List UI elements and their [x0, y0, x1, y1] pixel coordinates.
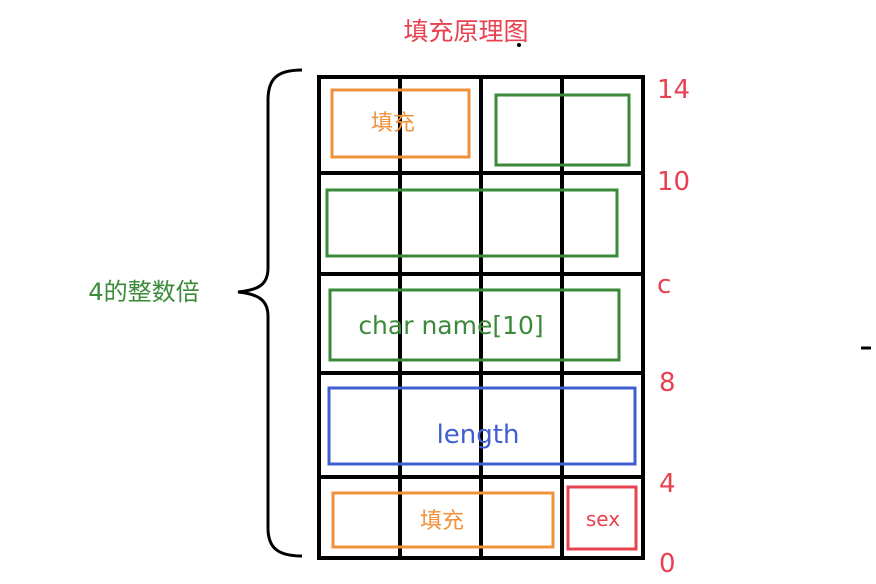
sex-field-label: sex [586, 507, 620, 531]
name-field-label: char name[10] [358, 311, 543, 340]
offset-label: 8 [659, 368, 676, 398]
offset-label: 14 [657, 75, 690, 105]
sex-box [566, 485, 638, 551]
padding-top-label: 填充 [371, 111, 415, 136]
padding-bottom-box [331, 491, 555, 549]
title-dot [517, 43, 521, 47]
name-tail-box [494, 93, 631, 167]
length-box [327, 386, 637, 466]
curly-brace [237, 68, 303, 558]
brace-label: 4的整数倍 [88, 278, 199, 306]
name-head-box [328, 288, 621, 362]
diagram-title: 填充原理图 [403, 17, 528, 46]
name-middle-box [325, 188, 619, 258]
offset-labels: 14 10 c 8 4 0 [657, 75, 690, 579]
padding-bottom-label: 填充 [420, 509, 464, 534]
offset-label: c [657, 270, 671, 300]
padding-top-box [330, 88, 471, 159]
length-field-label: length [437, 420, 520, 450]
offset-label: 10 [657, 167, 690, 197]
offset-label: 4 [659, 469, 676, 499]
offset-label: 0 [659, 549, 676, 579]
